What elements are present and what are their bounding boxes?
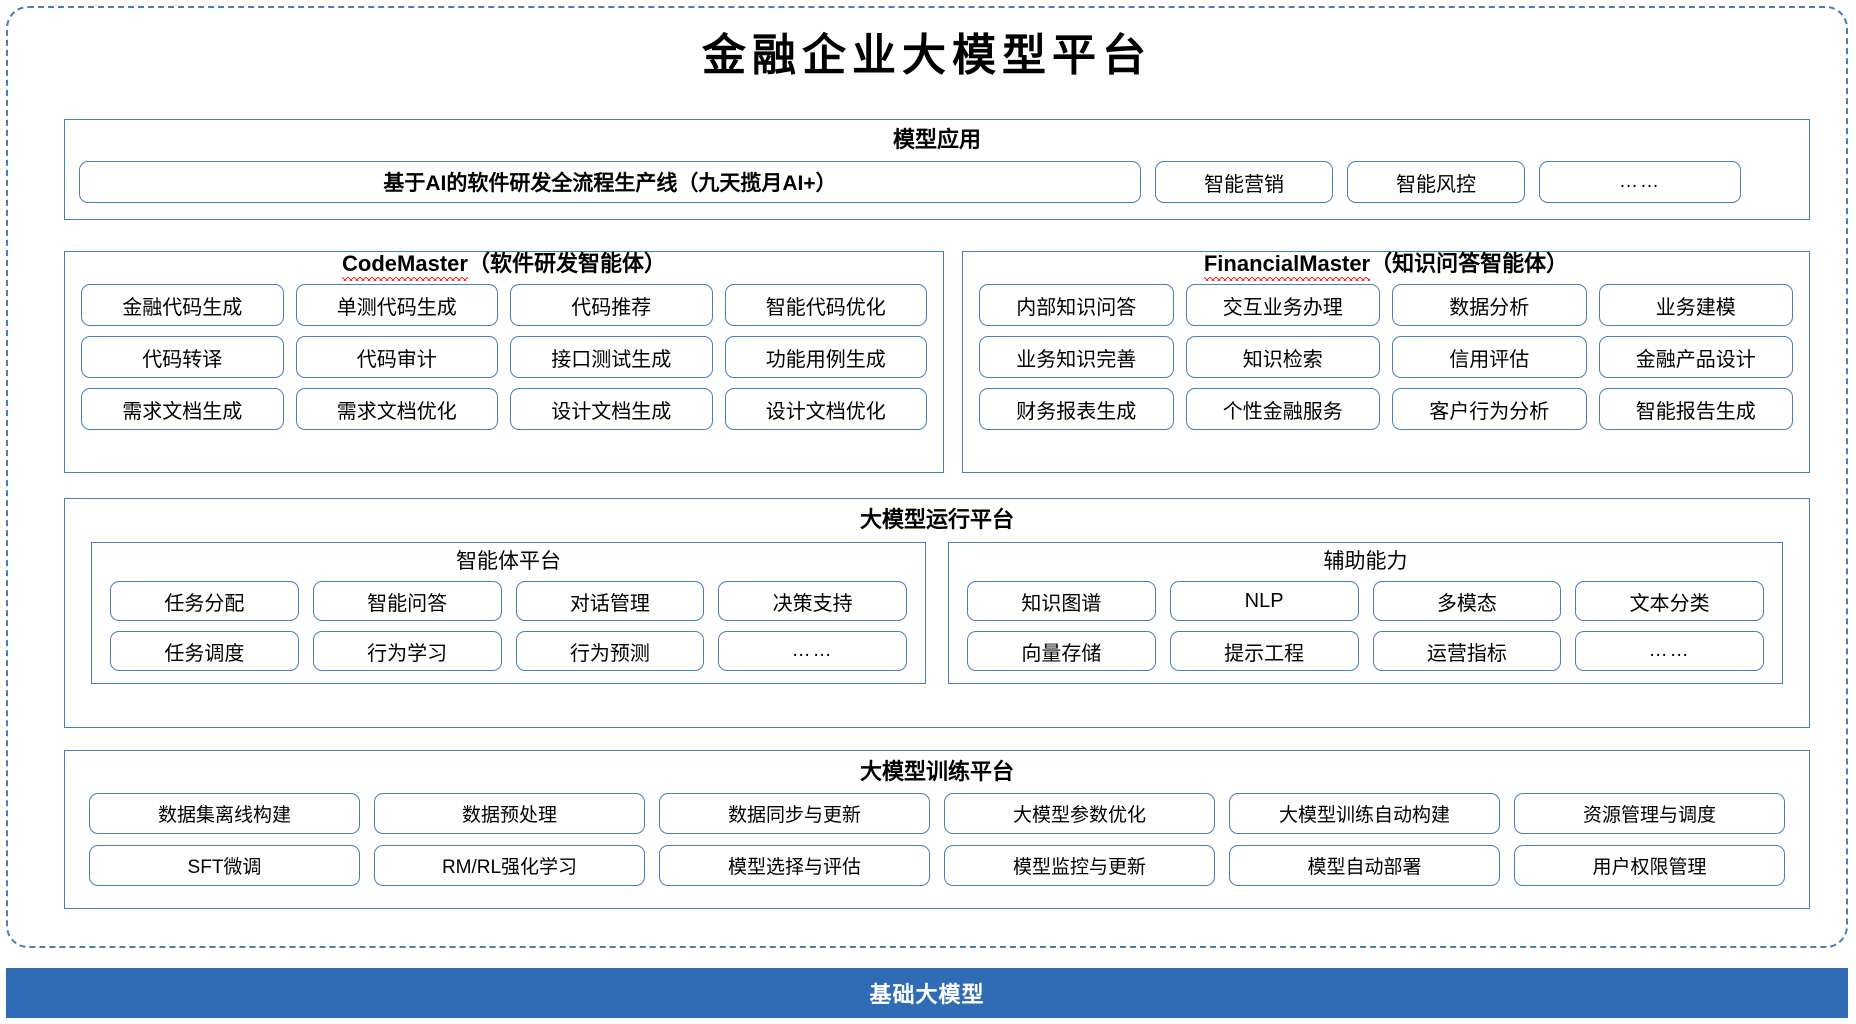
training-platform-chip[interactable]: 模型监控与更新 (944, 845, 1215, 887)
training-platform-grid: 数据集离线构建 数据预处理 数据同步与更新 大模型参数优化 大模型训练自动构建 … (89, 793, 1785, 887)
agent-platform-chip[interactable]: 对话管理 (515, 581, 705, 622)
subsection-agent-platform: 智能体平台 任务分配 智能问答 对话管理 决策支持 任务调度 行为学习 行为预测… (91, 542, 926, 685)
section-runtime-platform-heading: 大模型运行平台 (859, 507, 1014, 532)
training-platform-chip[interactable]: 模型选择与评估 (659, 845, 930, 887)
subsection-auxiliary-capability-heading: 辅助能力 (1323, 550, 1408, 574)
code-master-subtitle: （软件研发智能体） (467, 251, 666, 276)
app-banner-ai-pipeline[interactable]: 基于AI的软件研发全流程生产线（九天揽月AI+） (79, 161, 1141, 204)
code-master-chip[interactable]: 代码推荐 (510, 284, 713, 327)
app-chip-more[interactable]: …… (1539, 161, 1741, 204)
code-master-chip[interactable]: 需求文档优化 (295, 388, 498, 431)
agent-platform-chip[interactable]: 行为预测 (515, 631, 705, 672)
section-runtime-platform: 大模型运行平台 智能体平台 任务分配 智能问答 对话管理 决策支持 任务调度 行… (64, 498, 1810, 728)
financial-master-chip[interactable]: 个性金融服务 (1185, 388, 1380, 431)
base-model-bar-label: 基础大模型 (869, 982, 985, 1007)
section-financial-master: FinancialMaster（知识问答智能体） 内部知识问答 交互业务办理 数… (962, 251, 1810, 473)
code-master-grid: 金融代码生成 单测代码生成 代码推荐 智能代码优化 代码转译 代码审计 接口测试… (81, 284, 927, 431)
code-master-name-misspelled: CodeMaster (342, 251, 468, 282)
financial-master-chip[interactable]: 金融产品设计 (1598, 336, 1793, 379)
section-model-application-heading: 模型应用 (892, 127, 981, 152)
agent-platform-chip[interactable]: 行为学习 (312, 631, 502, 672)
diagram-outer-frame: 金融企业大模型平台 模型应用 基于AI的软件研发全流程生产线（九天揽月AI+） … (6, 6, 1848, 948)
code-master-chip[interactable]: 智能代码优化 (724, 284, 927, 327)
auxiliary-capability-chip[interactable]: 多模态 (1372, 581, 1562, 622)
subsection-agent-platform-heading: 智能体平台 (456, 550, 561, 574)
section-financial-master-heading: FinancialMaster（知识问答智能体） (963, 251, 1809, 282)
auxiliary-capability-chip[interactable]: 文本分类 (1575, 581, 1764, 622)
base-model-bar: 基础大模型 (6, 968, 1848, 1018)
auxiliary-capability-grid: 知识图谱 NLP 多模态 文本分类 向量存储 提示工程 运营指标 …… (967, 581, 1764, 672)
code-master-chip[interactable]: 功能用例生成 (724, 336, 927, 379)
training-platform-chip[interactable]: RM/RL强化学习 (374, 845, 645, 887)
training-platform-chip[interactable]: 模型自动部署 (1229, 845, 1500, 887)
training-platform-chip[interactable]: 数据同步与更新 (659, 793, 930, 835)
code-master-chip[interactable]: 设计文档优化 (724, 388, 927, 431)
section-model-application: 模型应用 基于AI的软件研发全流程生产线（九天揽月AI+） 智能营销 智能风控 … (64, 119, 1810, 220)
agent-platform-chip[interactable]: 任务分配 (110, 581, 299, 622)
page-title: 金融企业大模型平台 (702, 31, 1152, 80)
agent-platform-chip-more[interactable]: …… (718, 631, 907, 672)
training-platform-chip[interactable]: 资源管理与调度 (1514, 793, 1785, 835)
section-code-master-heading: CodeMaster（软件研发智能体） (65, 251, 943, 282)
subsection-auxiliary-capability: 辅助能力 知识图谱 NLP 多模态 文本分类 向量存储 提示工程 运营指标 …… (948, 542, 1783, 685)
section-code-master: CodeMaster（软件研发智能体） 金融代码生成 单测代码生成 代码推荐 智… (64, 251, 944, 473)
code-master-chip[interactable]: 需求文档生成 (81, 388, 284, 431)
financial-master-chip[interactable]: 数据分析 (1392, 284, 1587, 327)
training-platform-chip[interactable]: 大模型参数优化 (944, 793, 1215, 835)
financial-master-chip[interactable]: 信用评估 (1392, 336, 1587, 379)
runtime-platform-columns: 智能体平台 任务分配 智能问答 对话管理 决策支持 任务调度 行为学习 行为预测… (91, 542, 1783, 685)
financial-master-chip[interactable]: 内部知识问答 (979, 284, 1174, 327)
financial-master-chip[interactable]: 智能报告生成 (1598, 388, 1793, 431)
app-chip-smart-risk-control[interactable]: 智能风控 (1347, 161, 1525, 204)
training-platform-chip[interactable]: 大模型训练自动构建 (1229, 793, 1500, 835)
agent-platform-grid: 任务分配 智能问答 对话管理 决策支持 任务调度 行为学习 行为预测 …… (110, 581, 907, 672)
auxiliary-capability-chip[interactable]: 提示工程 (1169, 631, 1359, 672)
financial-master-grid: 内部知识问答 交互业务办理 数据分析 业务建模 业务知识完善 知识检索 信用评估… (979, 284, 1793, 431)
code-master-chip[interactable]: 代码转译 (81, 336, 284, 379)
agent-platform-chip[interactable]: 任务调度 (110, 631, 299, 672)
financial-master-subtitle: （知识问答智能体） (1370, 251, 1569, 276)
section-training-platform: 大模型训练平台 数据集离线构建 数据预处理 数据同步与更新 大模型参数优化 大模… (64, 750, 1810, 909)
agent-platform-chip[interactable]: 智能问答 (312, 581, 502, 622)
code-master-chip[interactable]: 接口测试生成 (510, 336, 713, 379)
financial-master-chip[interactable]: 业务建模 (1598, 284, 1793, 327)
auxiliary-capability-chip[interactable]: 知识图谱 (967, 581, 1156, 622)
financial-master-chip[interactable]: 客户行为分析 (1392, 388, 1587, 431)
training-platform-chip[interactable]: 数据集离线构建 (89, 793, 360, 835)
training-platform-chip[interactable]: 用户权限管理 (1514, 845, 1785, 887)
financial-master-name-misspelled: FinancialMaster (1203, 251, 1371, 282)
agent-platform-chip[interactable]: 决策支持 (718, 581, 907, 622)
financial-master-chip[interactable]: 交互业务办理 (1185, 284, 1380, 327)
training-platform-chip[interactable]: 数据预处理 (374, 793, 645, 835)
auxiliary-capability-chip[interactable]: 向量存储 (967, 631, 1156, 672)
code-master-chip[interactable]: 金融代码生成 (81, 284, 284, 327)
auxiliary-capability-chip[interactable]: NLP (1169, 581, 1359, 622)
section-training-platform-heading: 大模型训练平台 (859, 759, 1014, 784)
code-master-chip[interactable]: 设计文档生成 (510, 388, 713, 431)
code-master-chip[interactable]: 单测代码生成 (295, 284, 498, 327)
model-application-row: 基于AI的软件研发全流程生产线（九天揽月AI+） 智能营销 智能风控 …… (79, 161, 1795, 204)
training-platform-chip[interactable]: SFT微调 (89, 845, 360, 887)
auxiliary-capability-chip[interactable]: 运营指标 (1372, 631, 1562, 672)
code-master-chip[interactable]: 代码审计 (295, 336, 498, 379)
financial-master-chip[interactable]: 业务知识完善 (979, 336, 1174, 379)
auxiliary-capability-chip-more[interactable]: …… (1575, 631, 1764, 672)
financial-master-chip[interactable]: 知识检索 (1185, 336, 1380, 379)
financial-master-chip[interactable]: 财务报表生成 (979, 388, 1174, 431)
app-chip-smart-marketing[interactable]: 智能营销 (1155, 161, 1333, 204)
